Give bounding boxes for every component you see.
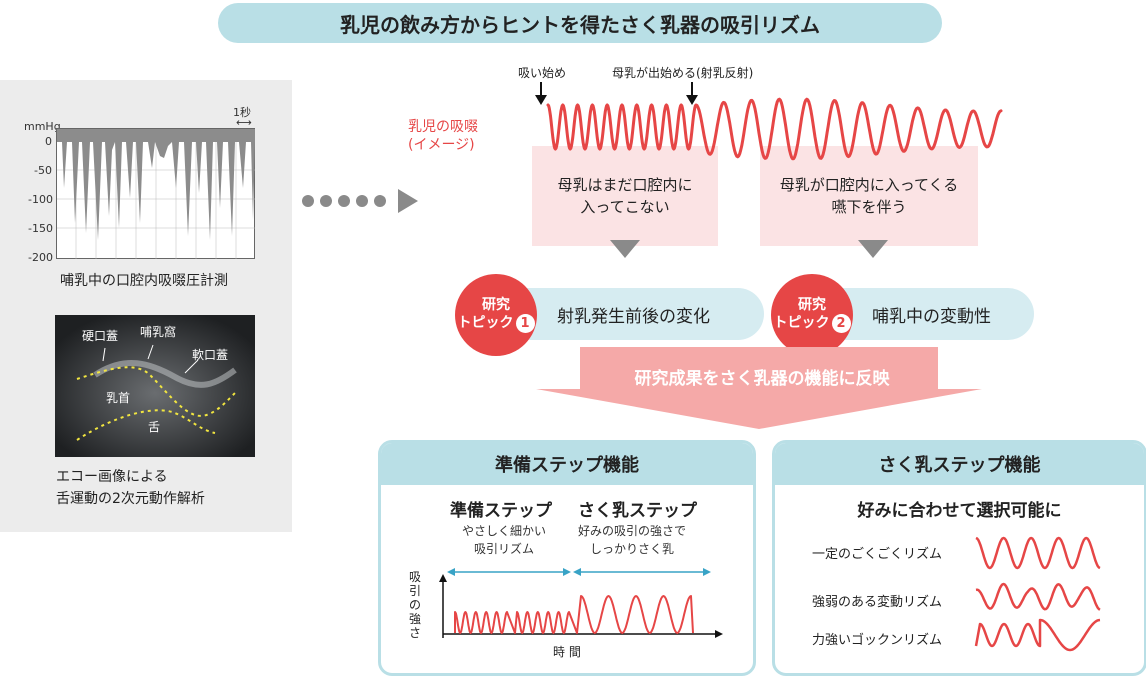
rhythm-label-constant: 一定のごくごくリズム xyxy=(812,547,943,562)
ylabel-char: 吸 xyxy=(408,570,421,584)
rhythm-label-variable: 強弱のある変動リズム xyxy=(812,595,943,610)
ylabel-char: 強 xyxy=(408,612,421,626)
ytick-100: -100 xyxy=(28,193,53,206)
chart-unit: mmHg xyxy=(24,120,61,133)
pump-step-desc2: しっかりさく乳 xyxy=(590,542,675,556)
ylabel-char: 引 xyxy=(408,584,421,598)
reflect-arrow xyxy=(536,347,982,429)
label-nipple-fossa: 哺乳窩 xyxy=(140,325,177,339)
down-arrow-icon xyxy=(535,82,547,105)
topic-badge-2-label: トピック xyxy=(773,315,830,331)
label-hard-palate: 硬口蓋 xyxy=(82,329,119,343)
suction-label-line2: (イメージ) xyxy=(408,137,475,153)
pressure-chart xyxy=(56,128,255,259)
phase-box-after-line1: 母乳が口腔内に入ってくる xyxy=(779,176,959,194)
phase-box-after-line2: 嚥下を伴う xyxy=(831,198,907,216)
start-label: 吸い始め xyxy=(518,66,567,80)
prep-step-title: 準備ステップ xyxy=(450,501,552,521)
suction-label: 乳児の吸啜 (イメージ) xyxy=(408,118,478,154)
down-triangle-icon xyxy=(610,240,640,258)
pump-function-title: さく乳ステップ機能 xyxy=(775,443,1144,485)
prep-chart-xlabel: 時 間 xyxy=(553,645,581,659)
chart-time-scale: 1秒 xyxy=(233,106,251,119)
down-arrow-icon xyxy=(686,82,698,105)
topic-badge-1-label: トピック xyxy=(457,315,514,331)
ultrasound-caption-line1: エコー画像による xyxy=(56,469,168,485)
label-tongue: 舌 xyxy=(148,420,161,434)
pump-function-subtitle: 好みに合わせて選択可能に xyxy=(857,501,1062,521)
topic-label-2: 哺乳中の変動性 xyxy=(872,307,991,327)
prep-step-desc2: 吸引リズム xyxy=(474,542,535,556)
prep-chart-ylabel: 吸 引 の 強 さ xyxy=(408,570,422,640)
phase-box-after: 母乳が口腔内に入ってくる 嚥下を伴う xyxy=(760,146,978,246)
prep-step-chart xyxy=(439,568,723,638)
phase-box-before-line1: 母乳はまだ口腔内に xyxy=(557,176,693,194)
ytick-0: 0 xyxy=(45,135,52,148)
prep-step-desc1: やさしく細かい xyxy=(462,524,547,538)
ytick-150: -150 xyxy=(28,222,53,235)
label-nipple: 乳首 xyxy=(106,391,131,405)
topic-number-2: 2 xyxy=(831,314,851,333)
topic-pill-1 xyxy=(500,288,764,340)
page-title: 乳児の飲み方からヒントを得たさく乳器の吸引リズム xyxy=(218,3,942,43)
ytick-50: -50 xyxy=(34,164,52,177)
down-triangle-icon xyxy=(858,240,888,258)
phase-box-before: 母乳はまだ口腔内に 入ってこない xyxy=(532,146,718,246)
phase-box-before-line2: 入ってこない xyxy=(580,198,670,216)
pump-step-title: さく乳ステップ xyxy=(578,501,697,521)
pump-step-desc1: 好みの吸引の強さで xyxy=(578,524,687,538)
rhythm-label-strong: 力強いゴックンリズム xyxy=(812,633,943,648)
prep-function-title: 準備ステップ機能 xyxy=(381,443,753,485)
suction-wave xyxy=(546,97,1003,161)
topic-label-1: 射乳発生前後の変化 xyxy=(557,307,710,327)
rhythm-waves xyxy=(974,536,1101,652)
ytick-200: -200 xyxy=(28,251,53,264)
label-soft-palate: 軟口蓋 xyxy=(192,348,229,362)
flow-arrow-icon xyxy=(302,189,418,213)
ultrasound-caption-line2: 舌運動の2次元動作解析 xyxy=(56,491,205,507)
topic-number-1: 1 xyxy=(515,314,535,333)
ylabel-char: さ xyxy=(408,626,421,640)
reflect-arrow-label: 研究成果をさく乳器の機能に反映 xyxy=(634,369,890,389)
prep-function-box: 準備ステップ機能 xyxy=(378,440,756,676)
milk-ejection-label: 母乳が出始める(射乳反射) xyxy=(612,66,754,80)
ylabel-char: の xyxy=(408,598,421,612)
suction-label-line1: 乳児の吸啜 xyxy=(408,119,478,135)
double-arrow-icon: ⟷ xyxy=(236,116,252,129)
topic-badge-2-line1: 研究 xyxy=(798,297,826,313)
topic-badge-1-line1: 研究 xyxy=(482,297,510,313)
chart-caption: 哺乳中の口腔内吸啜圧計測 xyxy=(60,273,228,289)
ultrasound-image xyxy=(55,315,255,457)
